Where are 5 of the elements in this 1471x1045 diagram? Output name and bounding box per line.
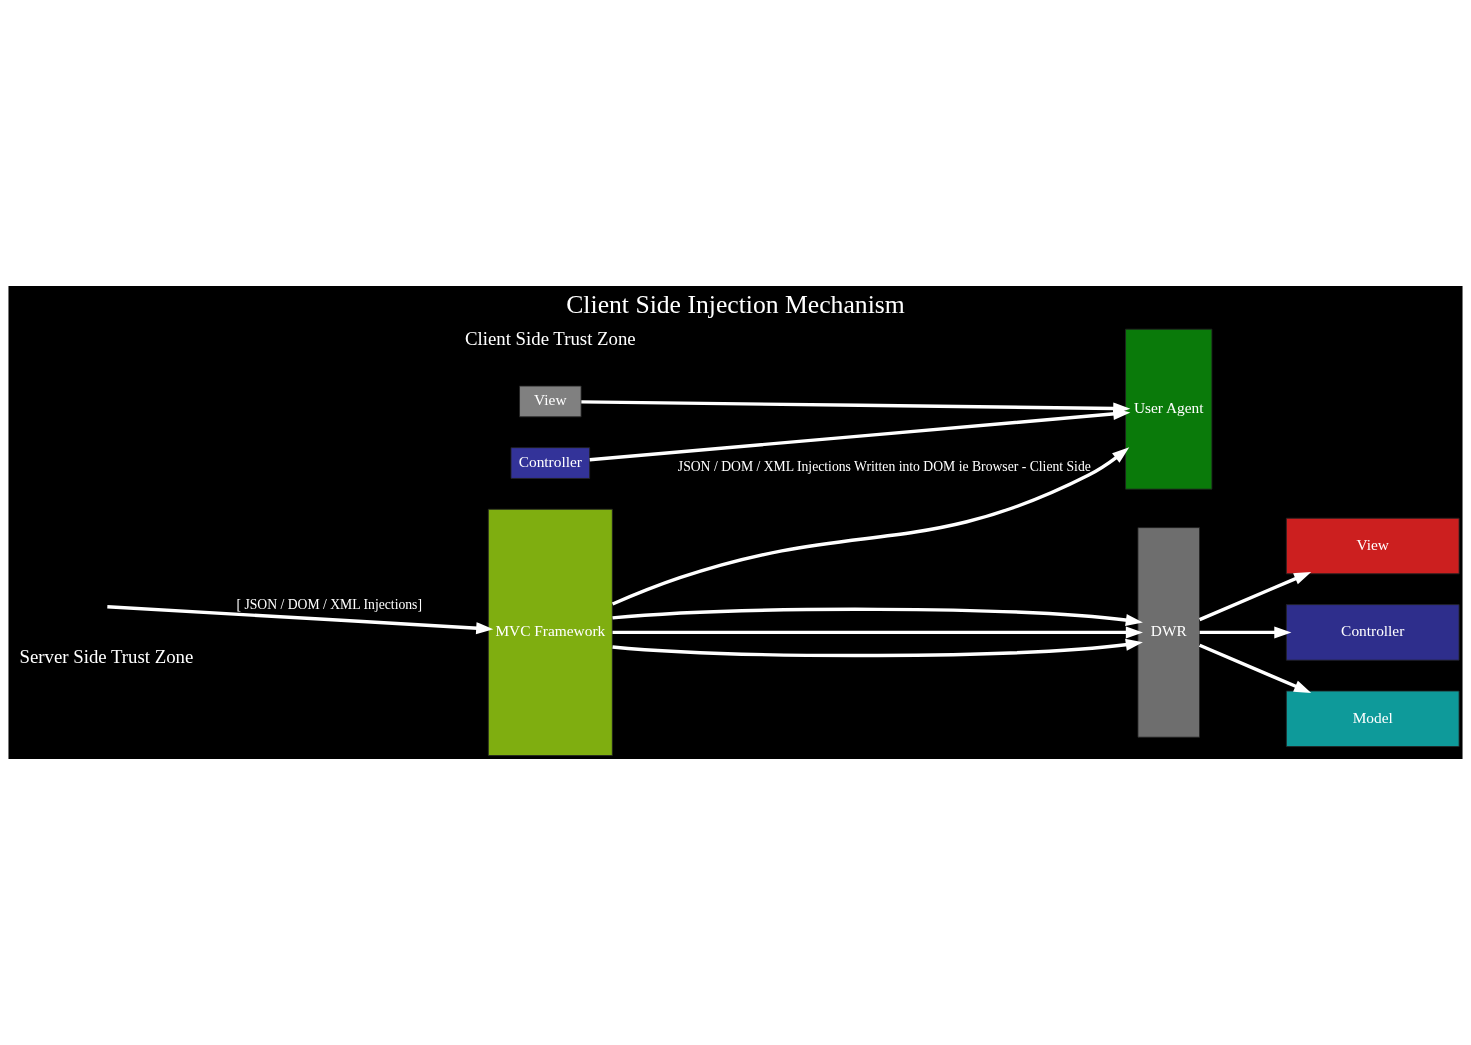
- label: Server Side Trust Zone: [19, 645, 194, 667]
- label: Client Side Trust Zone: [464, 327, 636, 349]
- edge-label: [ JSON / DOM / XML Injections]: [236, 597, 423, 613]
- diagram-title: Client Side Injection Mechanism: [566, 290, 905, 320]
- edge-label: JSON / DOM / XML Injections Written into DOM ie Browser - Client Side: [677, 458, 1091, 474]
